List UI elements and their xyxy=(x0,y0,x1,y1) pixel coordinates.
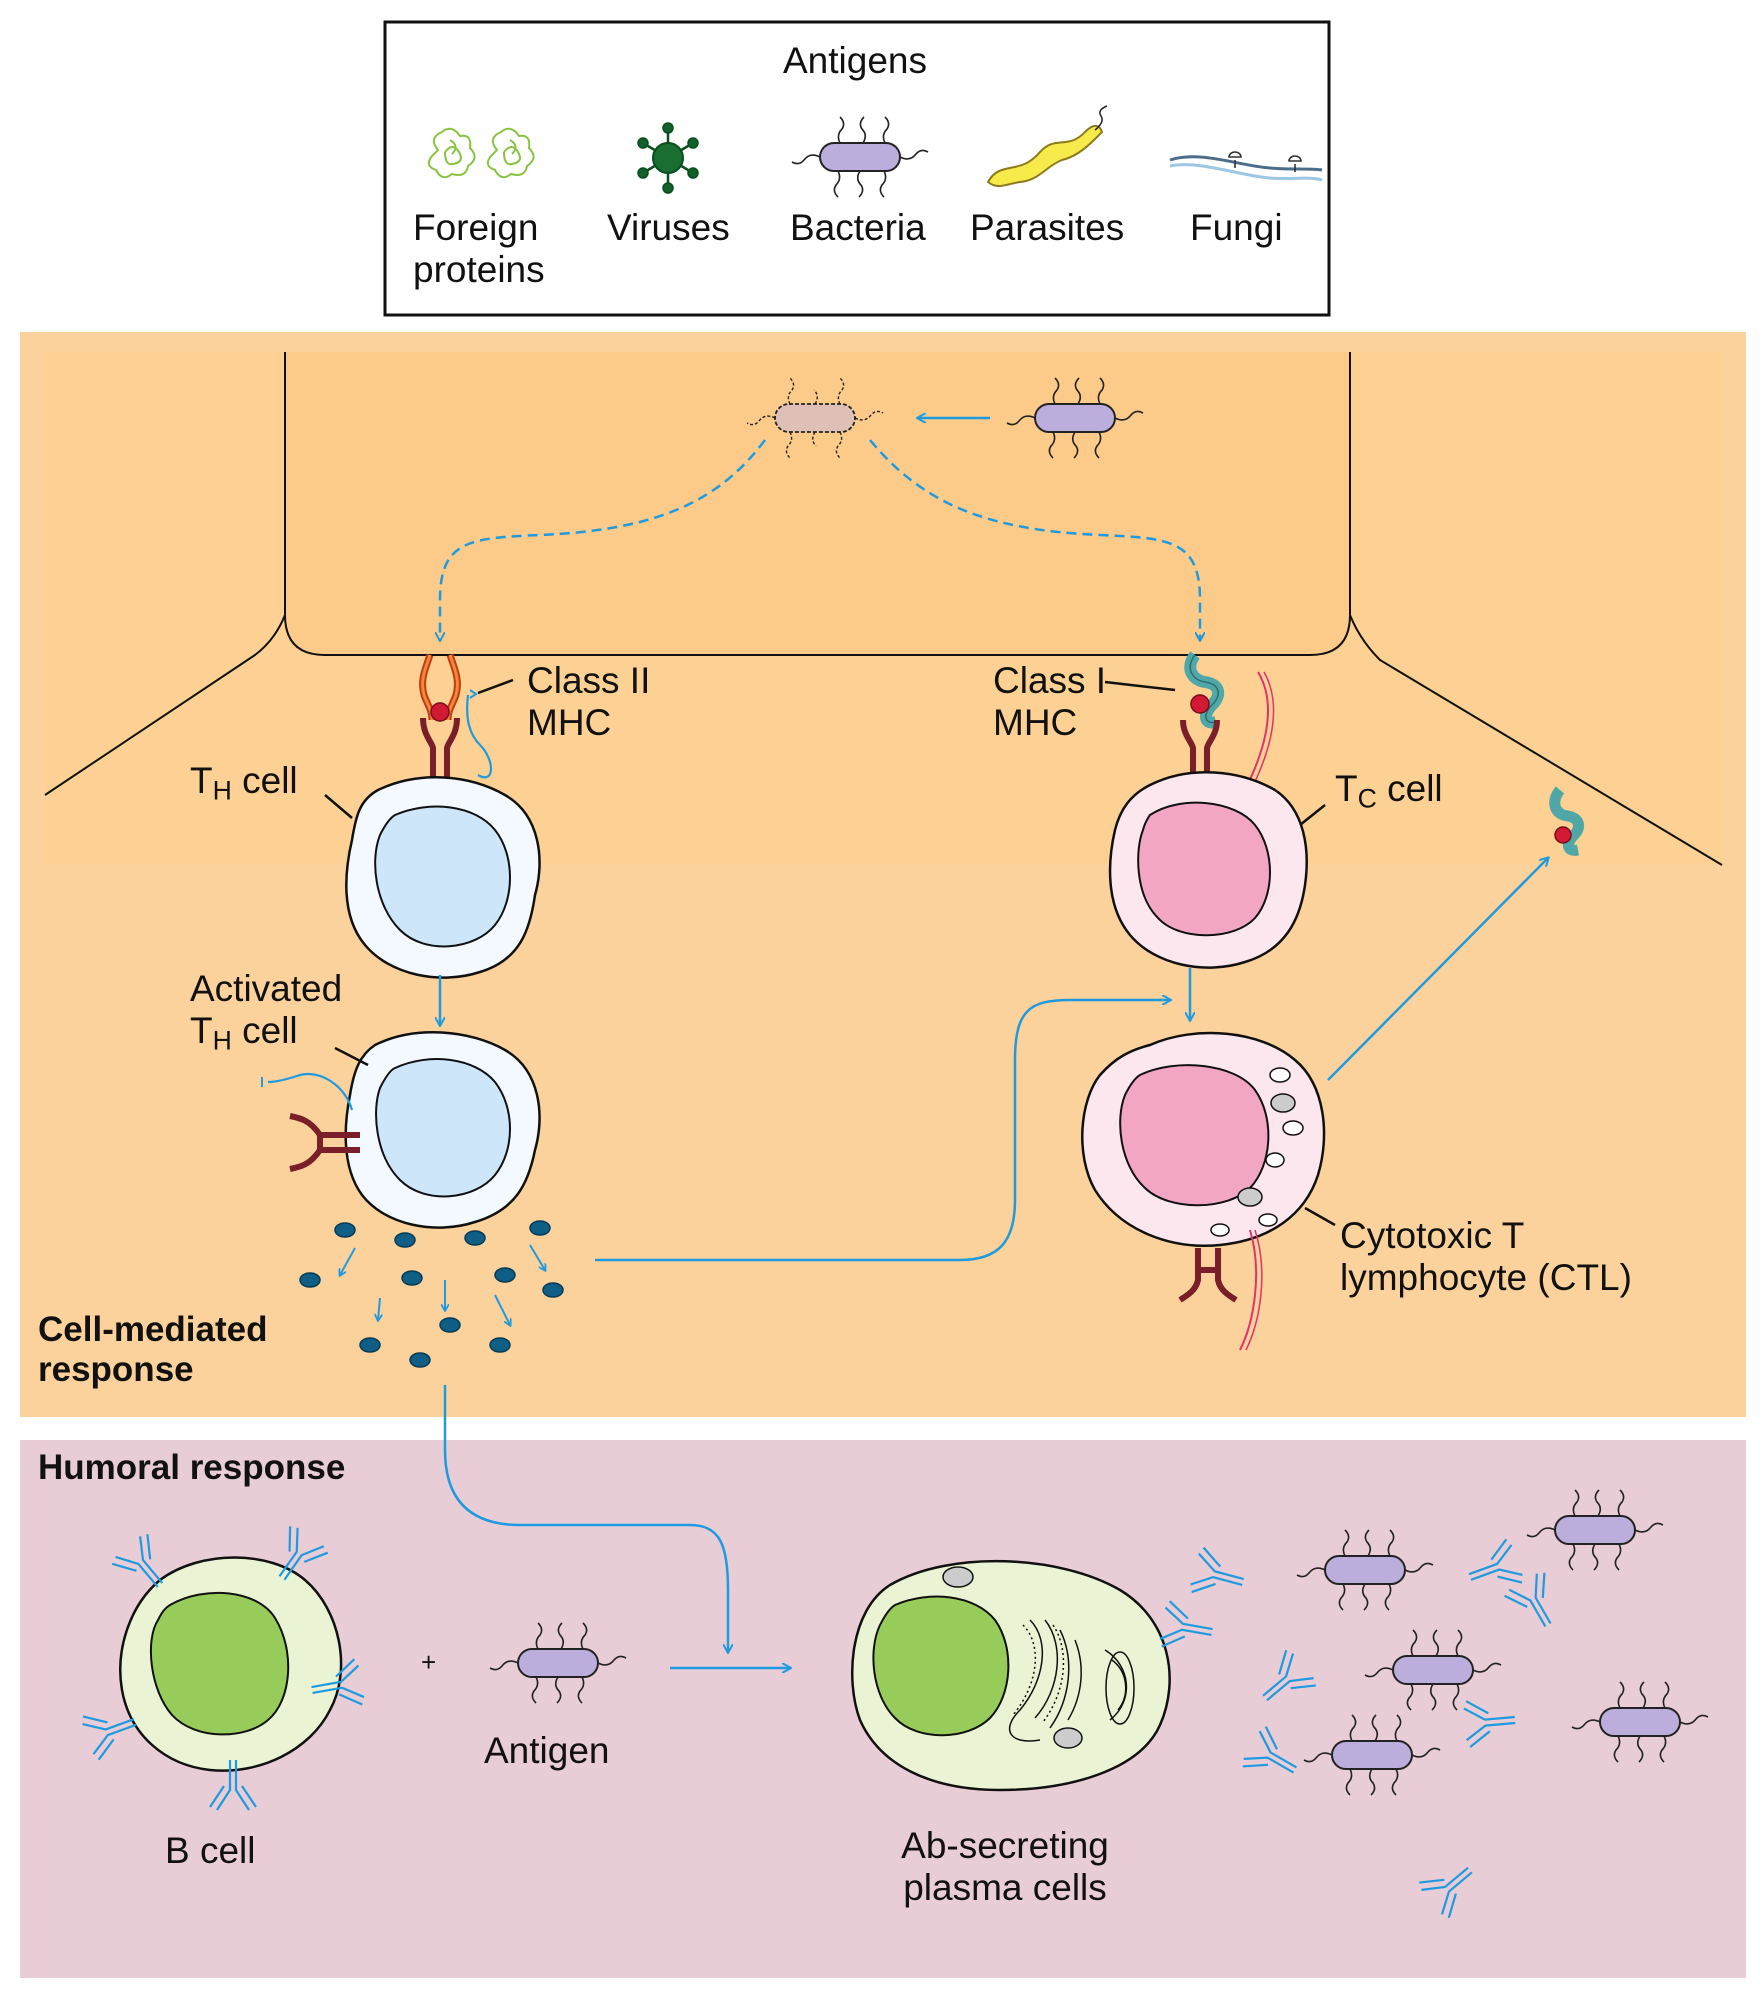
antigen-label: Antigen xyxy=(484,1730,610,1771)
legend-box xyxy=(383,20,1331,317)
legend-title: Antigens xyxy=(783,40,927,81)
legend-label-parasites: Parasites xyxy=(970,207,1125,248)
b-cell xyxy=(119,1556,343,1772)
class-ii-mhc-label: Class II MHC xyxy=(527,660,651,743)
th-cell xyxy=(345,776,541,979)
activated-th-cell xyxy=(261,1031,541,1229)
ctl-label: Cytotoxic T lymphocyte (CTL) xyxy=(1340,1215,1632,1298)
th-cell-label: TH cell xyxy=(190,760,298,806)
foreign-protein-icon xyxy=(427,127,535,179)
legend-label-bacteria: Bacteria xyxy=(790,207,926,248)
class-ii-mhc-icon xyxy=(419,653,461,780)
presented-class-i-mhc-icon xyxy=(1549,786,1585,856)
virus-icon xyxy=(637,122,699,194)
parasite-icon xyxy=(986,105,1108,188)
class-i-mhc-icon xyxy=(1180,651,1225,780)
legend-label-foreign: Foreign proteins xyxy=(413,207,545,290)
legend-label-fungi: Fungi xyxy=(1190,207,1283,248)
degraded-bacterium xyxy=(746,377,884,459)
activated-th-cell-label: Activated TH cell xyxy=(190,968,343,1056)
humoral-section-title: Humoral response xyxy=(38,1448,346,1487)
tc-cell xyxy=(1108,771,1308,969)
cell-mediated-section-title: Cell-mediated response xyxy=(38,1310,268,1389)
ctl-cell xyxy=(1081,1031,1326,1351)
b-cell-label: B cell xyxy=(165,1830,256,1871)
fungi-icon xyxy=(1169,151,1323,182)
class-i-mhc-label: Class I MHC xyxy=(993,660,1107,743)
plasma-cell xyxy=(851,1559,1171,1792)
plasma-cell-label: Ab-secreting plasma cells xyxy=(901,1825,1109,1908)
plus-sign: + xyxy=(421,1647,437,1677)
tc-cell-label: TC cell xyxy=(1335,768,1443,814)
legend-label-viruses: Viruses xyxy=(607,207,730,248)
